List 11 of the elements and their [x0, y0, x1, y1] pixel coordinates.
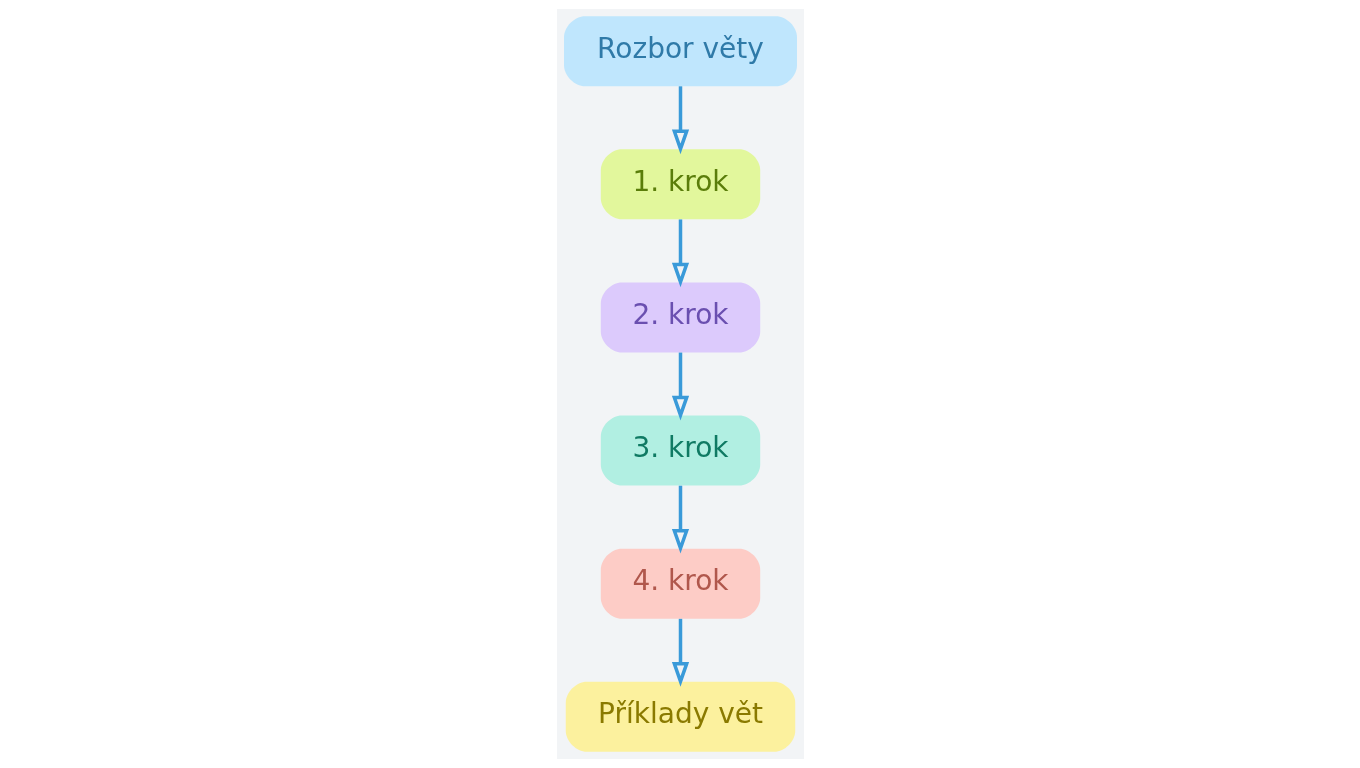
- arrow: [671, 352, 689, 421]
- node-box: 2. krok: [600, 282, 760, 353]
- node-box: Rozbor věty: [563, 16, 797, 87]
- node-box: 1. krok: [600, 149, 760, 220]
- arrow: [671, 86, 689, 155]
- node-box: 4. krok: [600, 548, 760, 619]
- arrow: [671, 219, 689, 288]
- arrow: [671, 618, 689, 687]
- node-box: Příklady vět: [565, 681, 795, 752]
- arrow: [671, 485, 689, 554]
- node-box: 3. krok: [600, 415, 760, 486]
